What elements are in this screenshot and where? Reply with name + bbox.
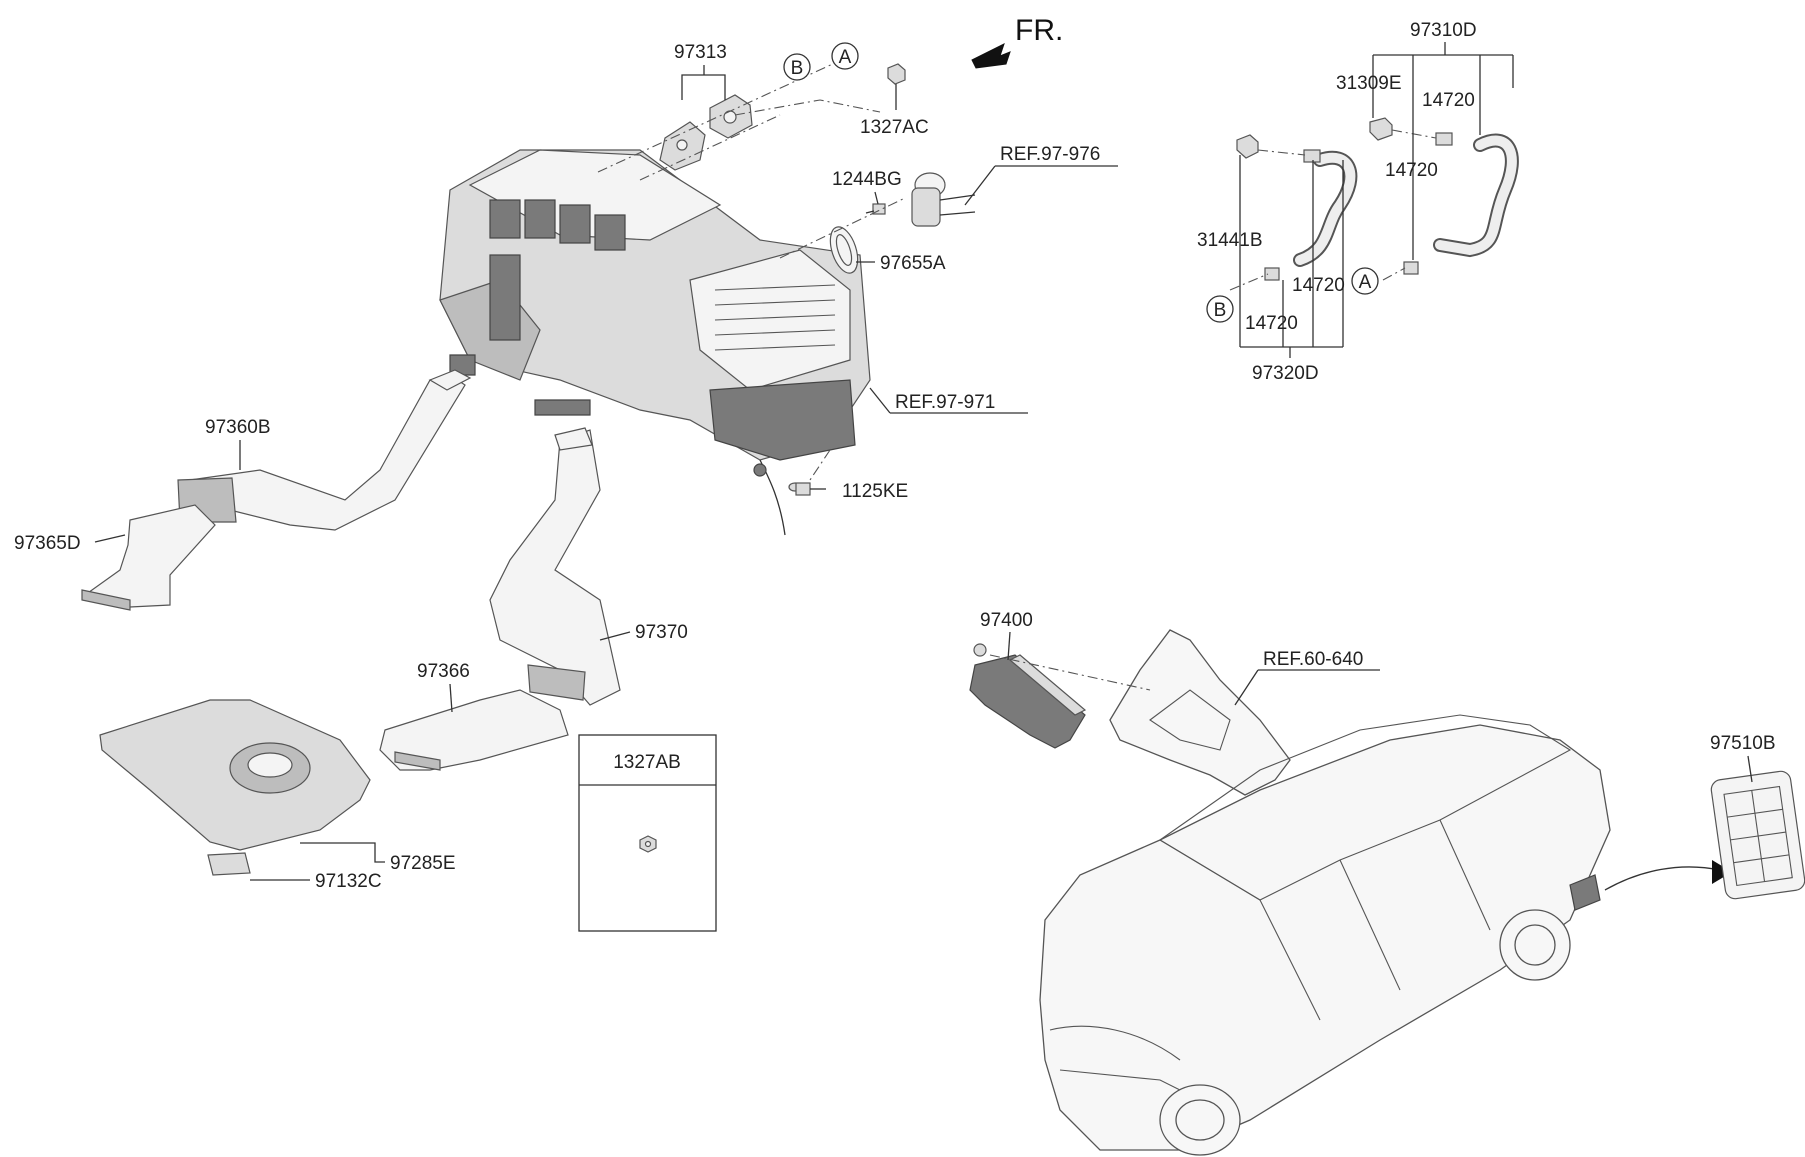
- marker-a-right-label: A: [1359, 272, 1372, 293]
- callout-97510B: 97510B: [1710, 733, 1776, 754]
- callout-97360B: 97360B: [205, 417, 271, 438]
- marker-a-top: [831, 42, 859, 70]
- nut-1327AC: [887, 63, 906, 85]
- cover-97132C: [207, 852, 251, 876]
- callout-31441B: 31441B: [1197, 230, 1263, 251]
- callout-97400: 97400: [980, 610, 1033, 631]
- duct-97370: [489, 427, 621, 706]
- marker-a-top-label: A: [839, 47, 852, 68]
- callout-14720-a: 14720: [1422, 90, 1475, 111]
- duct-97365D: [81, 504, 216, 611]
- marker-b-right: [1206, 295, 1234, 323]
- callout-97655A: 97655A: [880, 253, 946, 274]
- panel-97400: [969, 643, 1087, 749]
- callout-1244BG: 1244BG: [832, 169, 902, 190]
- inset-box-title: 1327AB: [613, 752, 681, 773]
- callout-14720-c: 14720: [1292, 275, 1345, 296]
- gasket-97313-left: [659, 121, 706, 171]
- ref-60-640: REF.60-640: [1263, 649, 1363, 670]
- bolt-1244BG: [865, 203, 886, 215]
- callout-97313: 97313: [674, 42, 727, 63]
- ref-97-976: REF.97-976: [1000, 144, 1100, 165]
- cowl-ref-60-640: [1109, 629, 1291, 796]
- vehicle-illustration: [1039, 714, 1611, 1156]
- marker-b-top-label: B: [791, 58, 804, 79]
- hvac-unit: [439, 149, 871, 536]
- callout-14720-d: 14720: [1245, 313, 1298, 334]
- bolt-1125KE: [795, 482, 826, 496]
- callout-97310D: 97310D: [1410, 20, 1477, 41]
- hose-97320D: [1236, 134, 1358, 281]
- front-arrow-icon: [971, 43, 1011, 69]
- callout-97285E: 97285E: [390, 853, 456, 874]
- front-label: FR.: [1015, 14, 1063, 47]
- tray-97285E: [99, 699, 371, 851]
- duct-97366: [379, 689, 569, 771]
- gasket-97655A: [829, 226, 859, 274]
- callout-1327AC: 1327AC: [860, 117, 929, 138]
- front-direction-indicator: FR.: [971, 14, 1063, 69]
- callout-97320D: 97320D: [1252, 363, 1319, 384]
- marker-a-right: [1351, 267, 1379, 295]
- gasket-97313-right: [709, 94, 753, 139]
- duct-97360B: [177, 369, 472, 531]
- hose-97310D: [1369, 117, 1519, 275]
- marker-b-right-label: B: [1214, 300, 1227, 321]
- vent-grille-97510B: [1604, 770, 1805, 900]
- ref-97-971: REF.97-971: [895, 392, 995, 413]
- callout-97366: 97366: [417, 661, 470, 682]
- callout-14720-b: 14720: [1385, 160, 1438, 181]
- marker-b-top: [783, 53, 811, 81]
- callout-1125KE: 1125KE: [842, 481, 908, 502]
- nut-icon: [639, 835, 657, 853]
- callout-31309E: 31309E: [1336, 73, 1402, 94]
- callout-97370: 97370: [635, 622, 688, 643]
- callout-97132C: 97132C: [315, 871, 382, 892]
- inset-box-1327AB: 1327AB: [578, 734, 717, 932]
- hose-connector-97-976: [911, 172, 976, 227]
- callout-97365D: 97365D: [14, 533, 81, 554]
